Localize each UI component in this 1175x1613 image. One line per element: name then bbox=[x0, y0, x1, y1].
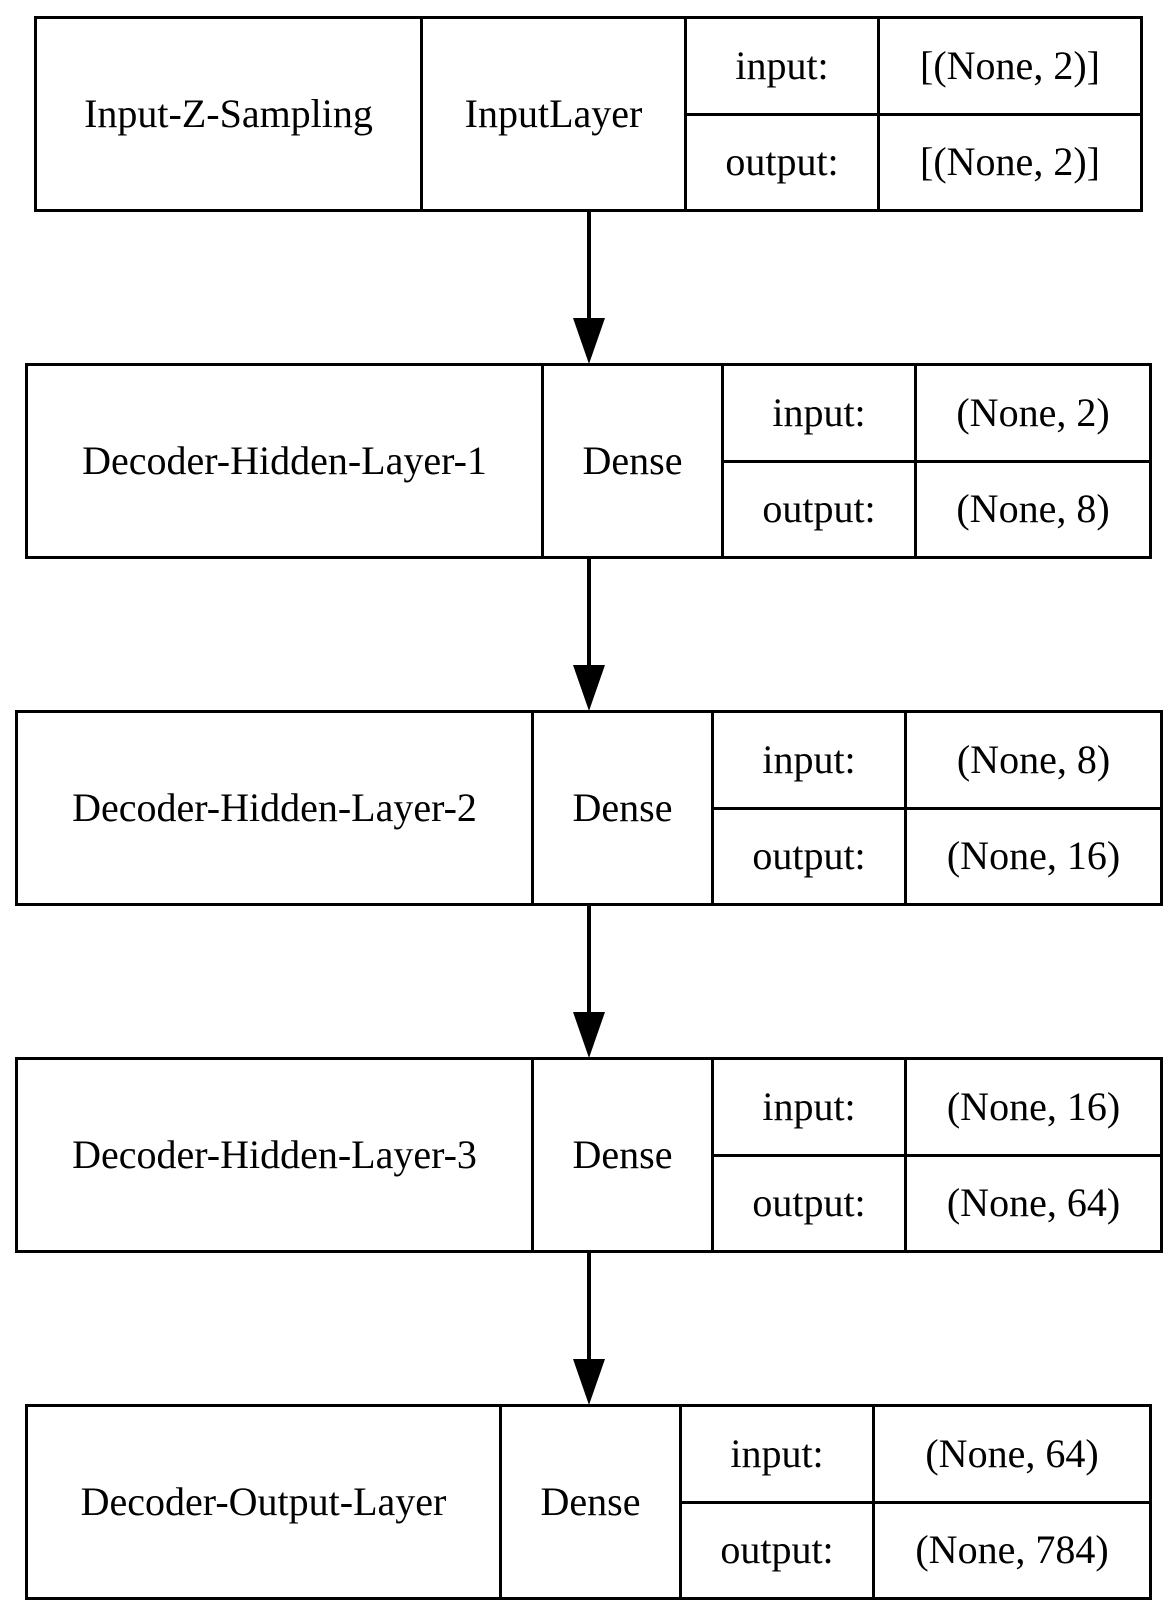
input-shape-row: input: (None, 8) bbox=[714, 713, 1160, 807]
layer-name: Decoder-Hidden-Layer-1 bbox=[28, 366, 544, 556]
layer-node-input-z-sampling: Input-Z-Sampling InputLayer input: [(Non… bbox=[34, 16, 1143, 212]
layer-type: Dense bbox=[534, 713, 714, 903]
layer-type: InputLayer bbox=[423, 19, 687, 209]
input-shape-value: [(None, 2)] bbox=[920, 42, 1100, 88]
input-label: input: bbox=[724, 366, 917, 460]
layer-type: Dense bbox=[502, 1407, 682, 1597]
output-label: output: bbox=[714, 1156, 907, 1250]
input-label: input: bbox=[682, 1407, 875, 1501]
layer-name: Decoder-Output-Layer bbox=[28, 1407, 502, 1597]
arrow-2-to-3 bbox=[573, 904, 605, 1058]
layer-name: Input-Z-Sampling bbox=[37, 19, 423, 209]
input-shape-value: (None, 2) bbox=[956, 389, 1110, 435]
output-label: output: bbox=[682, 1503, 875, 1597]
input-label: input: bbox=[714, 713, 907, 807]
output-label: output: bbox=[724, 462, 917, 556]
input-shape-row: input: (None, 64) bbox=[682, 1407, 1149, 1501]
output-shape-value: (None, 16) bbox=[946, 833, 1121, 879]
layer-node-decoder-hidden-layer-3: Decoder-Hidden-Layer-3 Dense input: (Non… bbox=[15, 1057, 1163, 1253]
output-shape-row: output: (None, 16) bbox=[714, 806, 1160, 903]
layer-node-decoder-hidden-layer-2: Decoder-Hidden-Layer-2 Dense input: (Non… bbox=[15, 710, 1163, 906]
output-shape-value: (None, 64) bbox=[946, 1180, 1121, 1226]
io-shape-table: input: [(None, 2)] output: [(None, 2)] bbox=[687, 19, 1140, 209]
input-shape-value: (None, 64) bbox=[925, 1430, 1099, 1476]
output-shape-row: output: [(None, 2)] bbox=[687, 112, 1140, 209]
io-shape-table: input: (None, 8) output: (None, 16) bbox=[714, 713, 1160, 903]
output-shape-value: (None, 8) bbox=[956, 486, 1110, 532]
arrow-0-to-1 bbox=[573, 210, 605, 364]
output-label: output: bbox=[687, 115, 880, 209]
input-shape-row: input: (None, 16) bbox=[714, 1060, 1160, 1154]
input-shape-row: input: [(None, 2)] bbox=[687, 19, 1140, 113]
output-shape-value: [(None, 2)] bbox=[920, 139, 1100, 185]
arrow-3-to-4 bbox=[573, 1251, 605, 1405]
layer-name: Decoder-Hidden-Layer-3 bbox=[18, 1060, 534, 1250]
layer-type: Dense bbox=[534, 1060, 714, 1250]
layer-name: Decoder-Hidden-Layer-2 bbox=[18, 713, 534, 903]
output-shape-value: (None, 784) bbox=[915, 1527, 1109, 1573]
output-shape-row: output: (None, 8) bbox=[724, 459, 1149, 556]
layer-type: Dense bbox=[544, 366, 724, 556]
output-label: output: bbox=[714, 809, 907, 903]
input-shape-value: (None, 8) bbox=[956, 736, 1111, 782]
layer-node-decoder-hidden-layer-1: Decoder-Hidden-Layer-1 Dense input: (Non… bbox=[25, 363, 1152, 559]
io-shape-table: input: (None, 64) output: (None, 784) bbox=[682, 1407, 1149, 1597]
input-label: input: bbox=[687, 19, 880, 113]
layer-node-decoder-output-layer: Decoder-Output-Layer Dense input: (None,… bbox=[25, 1404, 1152, 1600]
io-shape-table: input: (None, 16) output: (None, 64) bbox=[714, 1060, 1160, 1250]
input-shape-row: input: (None, 2) bbox=[724, 366, 1149, 460]
input-shape-value: (None, 16) bbox=[946, 1083, 1121, 1129]
arrow-1-to-2 bbox=[573, 557, 605, 711]
output-shape-row: output: (None, 784) bbox=[682, 1500, 1149, 1597]
input-label: input: bbox=[714, 1060, 907, 1154]
io-shape-table: input: (None, 2) output: (None, 8) bbox=[724, 366, 1149, 556]
output-shape-row: output: (None, 64) bbox=[714, 1153, 1160, 1250]
